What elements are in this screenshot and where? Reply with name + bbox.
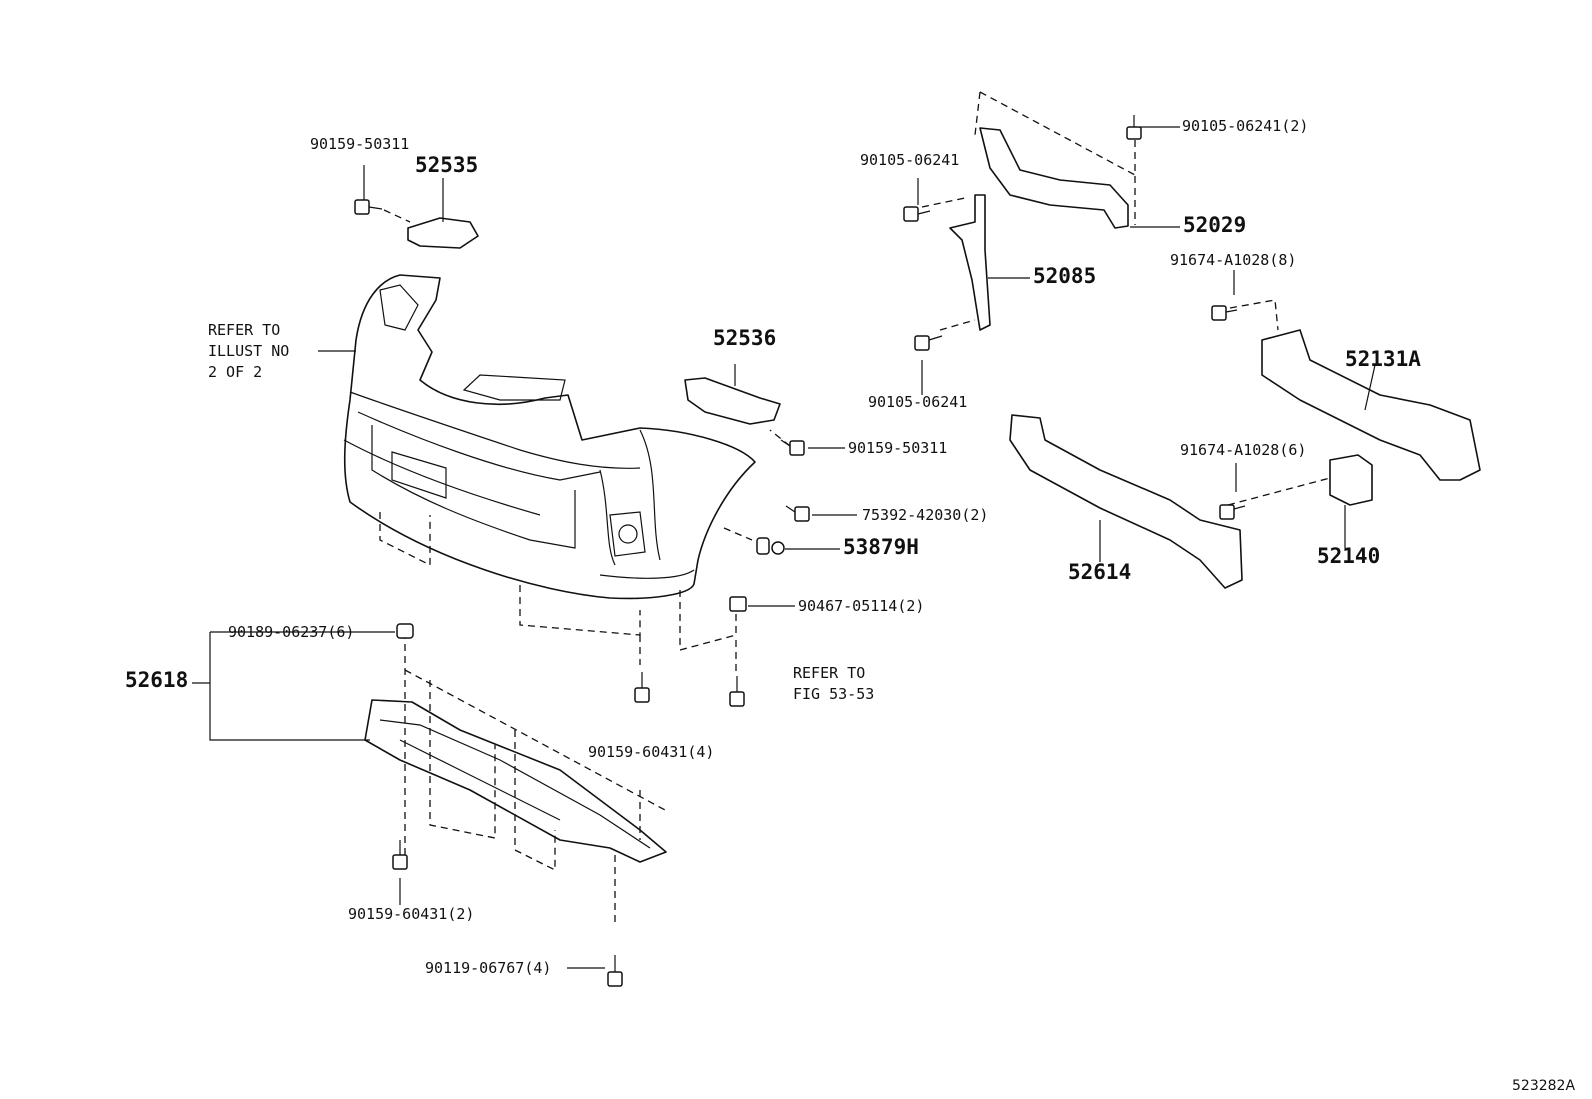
label-75392-42030: 75392-42030(2) [862, 506, 989, 524]
label-52029: 52029 [1183, 213, 1247, 237]
cage-nut-icon [729, 596, 747, 612]
label-refer-fig-1: REFER TO [793, 664, 866, 682]
hex-flange-bolt-icon [729, 676, 745, 707]
label-refer-fig-2: FIG 53-53 [793, 685, 875, 703]
label-90189-06237: 90189-06237(6) [228, 623, 355, 641]
hex-flange-bolt-icon [914, 335, 943, 351]
label-53879h: 53879H [843, 535, 919, 559]
reinforcement-52029-drawing [979, 127, 1129, 229]
label-90119-06767: 90119-06767(4) [425, 959, 552, 977]
label-52536: 52536 [713, 326, 777, 350]
label-52085: 52085 [1033, 264, 1097, 288]
bracket-52140-drawing [1329, 454, 1373, 506]
hex-flange-bolt-icon [785, 505, 810, 522]
label-52140: 52140 [1317, 544, 1381, 568]
label-52618: 52618 [125, 668, 189, 692]
hex-flange-bolt-icon [354, 199, 383, 215]
assembly-dashed-lines [379, 91, 1331, 925]
bracket-52536-drawing [684, 377, 781, 425]
label-refer-illust-3: 2 OF 2 [208, 363, 263, 381]
label-91674-a1028-6: 91674-A1028(6) [1180, 441, 1307, 459]
label-52535: 52535 [415, 153, 479, 177]
hex-flange-bolt-icon [1126, 115, 1142, 140]
bumper-cover-drawing [343, 274, 756, 600]
label-90467-05114: 90467-05114(2) [798, 597, 925, 615]
cage-nut-icon [396, 623, 414, 639]
label-90159-60431-4: 90159-60431(4) [588, 743, 715, 761]
push-clip-icon [756, 537, 785, 555]
label-90105-06241-b: 90105-06241 [868, 393, 968, 411]
hex-flange-bolt-icon [903, 206, 931, 222]
absorber-52614-drawing [1009, 414, 1243, 589]
label-refer-illust-2: ILLUST NO [208, 342, 290, 360]
label-52131a: 52131A [1345, 347, 1421, 371]
diagram-id: 523282A [1512, 1078, 1576, 1094]
hex-flange-bolt-icon [1219, 504, 1246, 520]
label-refer-illust-1: REFER TO [208, 321, 281, 339]
leader-lines [192, 126, 1376, 969]
hex-flange-bolt-icon [1211, 305, 1238, 321]
bracket-52535-drawing [407, 217, 479, 249]
label-52614: 52614 [1068, 560, 1132, 584]
hex-flange-bolt-icon [780, 439, 805, 456]
label-90105-06241-2: 90105-06241(2) [1182, 117, 1309, 135]
label-91674-a1028-8: 91674-A1028(8) [1170, 251, 1297, 269]
label-90159-50311-mid: 90159-50311 [848, 439, 948, 457]
hex-flange-bolt-icon [607, 955, 623, 987]
label-90159-60431-2: 90159-60431(2) [348, 905, 475, 923]
hex-flange-bolt-icon [634, 672, 650, 703]
hex-flange-bolt-icon [392, 840, 408, 870]
label-90105-06241-a: 90105-06241 [860, 151, 960, 169]
label-90159-50311-top: 90159-50311 [310, 135, 410, 153]
fasteners [354, 115, 1246, 987]
bumper-reinforcement-52131a-drawing [1261, 329, 1481, 481]
brace-52085-drawing [949, 194, 991, 331]
